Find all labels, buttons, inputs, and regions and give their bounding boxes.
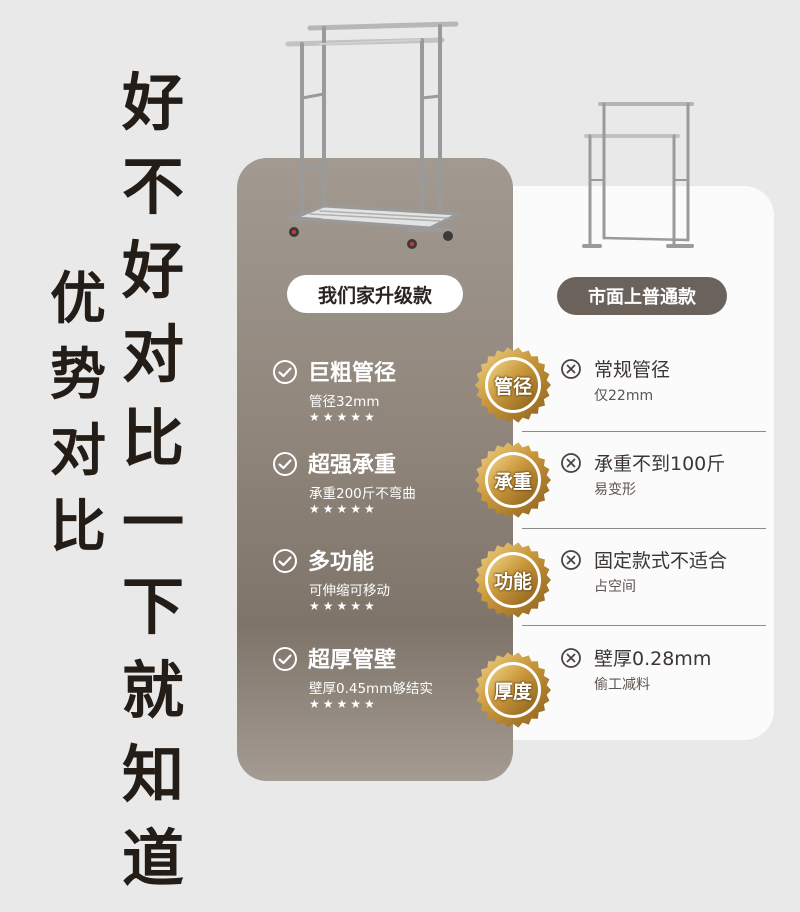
disadvantage-row: 固定款式不适合 占空间 xyxy=(560,546,770,606)
badge-text: 厚度 xyxy=(493,680,532,703)
disadvantage-detail: 占空间 xyxy=(594,579,636,595)
disadvantage-row: 壁厚0.28mm 偷工减料 xyxy=(560,644,770,704)
advantage-detail: 壁厚0.45mm够结实 xyxy=(309,681,433,697)
cross-circle-icon xyxy=(561,453,581,473)
check-circle-icon xyxy=(273,360,297,384)
advantage-title: 多功能 xyxy=(308,550,375,575)
headline-char: 对 xyxy=(122,318,185,391)
headline-char: 比 xyxy=(50,495,106,560)
advantage-detail: 承重200斤不弯曲 xyxy=(309,486,416,502)
badge-text: 承重 xyxy=(493,470,532,493)
advantage-row: 巨粗管径 管径32mm ★★★★★ xyxy=(272,355,492,435)
disadvantage-row: 承重不到100斤 易变形 xyxy=(560,449,770,509)
gold-seal-icon xyxy=(475,347,551,423)
our-product-label: 我们家升级款 xyxy=(287,275,463,313)
advantage-title: 巨粗管径 xyxy=(308,361,397,386)
rating-stars: ★★★★★ xyxy=(309,599,378,613)
row-divider xyxy=(522,528,766,529)
headline-char: 一 xyxy=(122,486,185,559)
check-circle-icon xyxy=(273,452,297,476)
headline-char: 优 xyxy=(50,267,106,332)
badge-text: 功能 xyxy=(493,570,532,593)
headline-char: 对 xyxy=(50,419,106,484)
badge-seal: 厚度 xyxy=(473,650,553,730)
cross-circle-icon xyxy=(561,648,581,668)
our-product-panel xyxy=(237,158,513,781)
disadvantage-detail: 偷工减料 xyxy=(594,677,650,693)
badge-text: 管径 xyxy=(493,375,532,398)
disadvantage-title: 承重不到100斤 xyxy=(594,453,726,475)
headline-char: 好 xyxy=(122,234,185,307)
rating-stars: ★★★★★ xyxy=(309,410,378,424)
headline-char: 好 xyxy=(122,66,185,139)
badge-seal: 管径 xyxy=(473,345,553,425)
common-product-label: 市面上普通款 xyxy=(557,277,727,315)
disadvantage-detail: 仅22mm xyxy=(594,388,654,404)
upgraded-rack-image xyxy=(285,21,464,249)
gold-seal-icon xyxy=(475,542,551,618)
row-divider xyxy=(522,431,766,432)
check-circle-icon xyxy=(273,647,297,671)
disadvantage-detail: 易变形 xyxy=(594,482,636,498)
gold-seal-icon xyxy=(475,652,551,728)
check-circle-icon xyxy=(273,549,297,573)
headline-big-column: 好 不 好 对 比 一 下 就 知 道 xyxy=(122,72,184,912)
rating-stars: ★★★★★ xyxy=(309,697,378,711)
disadvantage-title: 壁厚0.28mm xyxy=(594,648,712,670)
badge-seal: 功能 xyxy=(473,540,553,620)
headline-char: 就 xyxy=(122,654,185,727)
advantage-title: 超强承重 xyxy=(308,453,397,478)
advantage-detail: 可伸缩可移动 xyxy=(309,583,390,599)
headline-char: 道 xyxy=(122,822,185,895)
rating-stars: ★★★★★ xyxy=(309,502,378,516)
badge-seal: 承重 xyxy=(473,440,553,520)
cross-circle-icon xyxy=(561,359,581,379)
gold-seal-icon xyxy=(475,442,551,518)
headline-char: 不 xyxy=(122,150,185,223)
headline-char: 知 xyxy=(122,738,185,811)
disadvantage-title: 固定款式不适合 xyxy=(594,550,728,572)
cross-circle-icon xyxy=(561,550,581,570)
advantage-title: 超厚管壁 xyxy=(308,648,397,673)
advantage-row: 超强承重 承重200斤不弯曲 ★★★★★ xyxy=(272,447,492,527)
headline-char: 势 xyxy=(50,343,106,408)
common-rack-image xyxy=(582,102,694,248)
advantage-detail: 管径32mm xyxy=(309,394,380,410)
advantage-row: 多功能 可伸缩可移动 ★★★★★ xyxy=(272,544,492,624)
row-divider xyxy=(522,625,766,626)
headline-char: 下 xyxy=(122,570,185,643)
disadvantage-row: 常规管径 仅22mm xyxy=(560,355,770,415)
headline-small-column: 优 势 对 比 xyxy=(50,272,106,576)
headline-char: 比 xyxy=(122,402,185,475)
disadvantage-title: 常规管径 xyxy=(594,359,671,381)
advantage-row: 超厚管壁 壁厚0.45mm够结实 ★★★★★ xyxy=(272,642,492,722)
